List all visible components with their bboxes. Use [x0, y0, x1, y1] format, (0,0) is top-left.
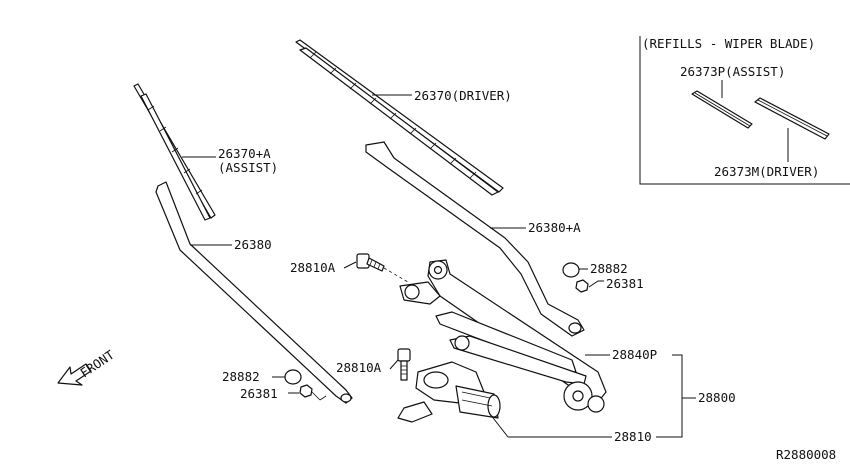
- cap-left: 28882: [222, 369, 302, 385]
- label-cap-right: 28882: [590, 261, 628, 276]
- wiper-motor: 28810: [397, 361, 652, 444]
- front-arrow-icon: [57, 363, 92, 386]
- label-nut-left: 26381: [240, 386, 278, 401]
- refills-title: (REFILLS - WIPER BLADE): [642, 36, 815, 51]
- wiper-blade-assist: 26370+A (ASSIST): [133, 83, 278, 221]
- label-bolt-lower: 28810A: [336, 360, 382, 375]
- refill-strip-assist: [691, 90, 753, 129]
- label-linkage: 28840P: [612, 347, 657, 362]
- refill-driver-label: 26373M(DRIVER): [714, 164, 819, 179]
- label-bolt-upper: 28810A: [290, 260, 336, 275]
- label-cap-left: 28882: [222, 369, 260, 384]
- front-direction-indicator: FRONT: [57, 347, 117, 386]
- refills-inset: (REFILLS - WIPER BLADE) 26373P(ASSIST) 2…: [639, 36, 850, 185]
- bolt-upper: 28810A: [290, 253, 409, 283]
- diagram-code: R2880008: [776, 447, 836, 462]
- assembly-bracket: 28800: [656, 354, 736, 438]
- label-blade-driver: 26370(DRIVER): [414, 88, 512, 103]
- label-motor: 28810: [614, 429, 652, 444]
- wiper-arm-right: 26380+A: [365, 141, 585, 337]
- wiper-arm-left: 26380: [155, 181, 353, 404]
- refill-strip-driver: [754, 97, 830, 140]
- label-blade-assist-sub: (ASSIST): [218, 160, 278, 175]
- label-blade-assist: 26370+A: [218, 146, 271, 161]
- label-front: FRONT: [77, 347, 117, 381]
- bolt-lower: 28810A: [336, 348, 411, 381]
- label-arm-left: 26380: [234, 237, 272, 252]
- wiper-blade-driver: 26370(DRIVER): [295, 39, 512, 196]
- label-nut-right: 26381: [606, 276, 644, 291]
- label-arm-right: 26380+A: [528, 220, 581, 235]
- refill-assist-label: 26373P(ASSIST): [680, 64, 785, 79]
- nut-left: 26381: [240, 384, 327, 401]
- wiper-linkage: 28840P: [399, 259, 657, 413]
- nut-right: 26381: [575, 276, 644, 293]
- label-assembly: 28800: [698, 390, 736, 405]
- cap-right: 28882: [562, 261, 628, 278]
